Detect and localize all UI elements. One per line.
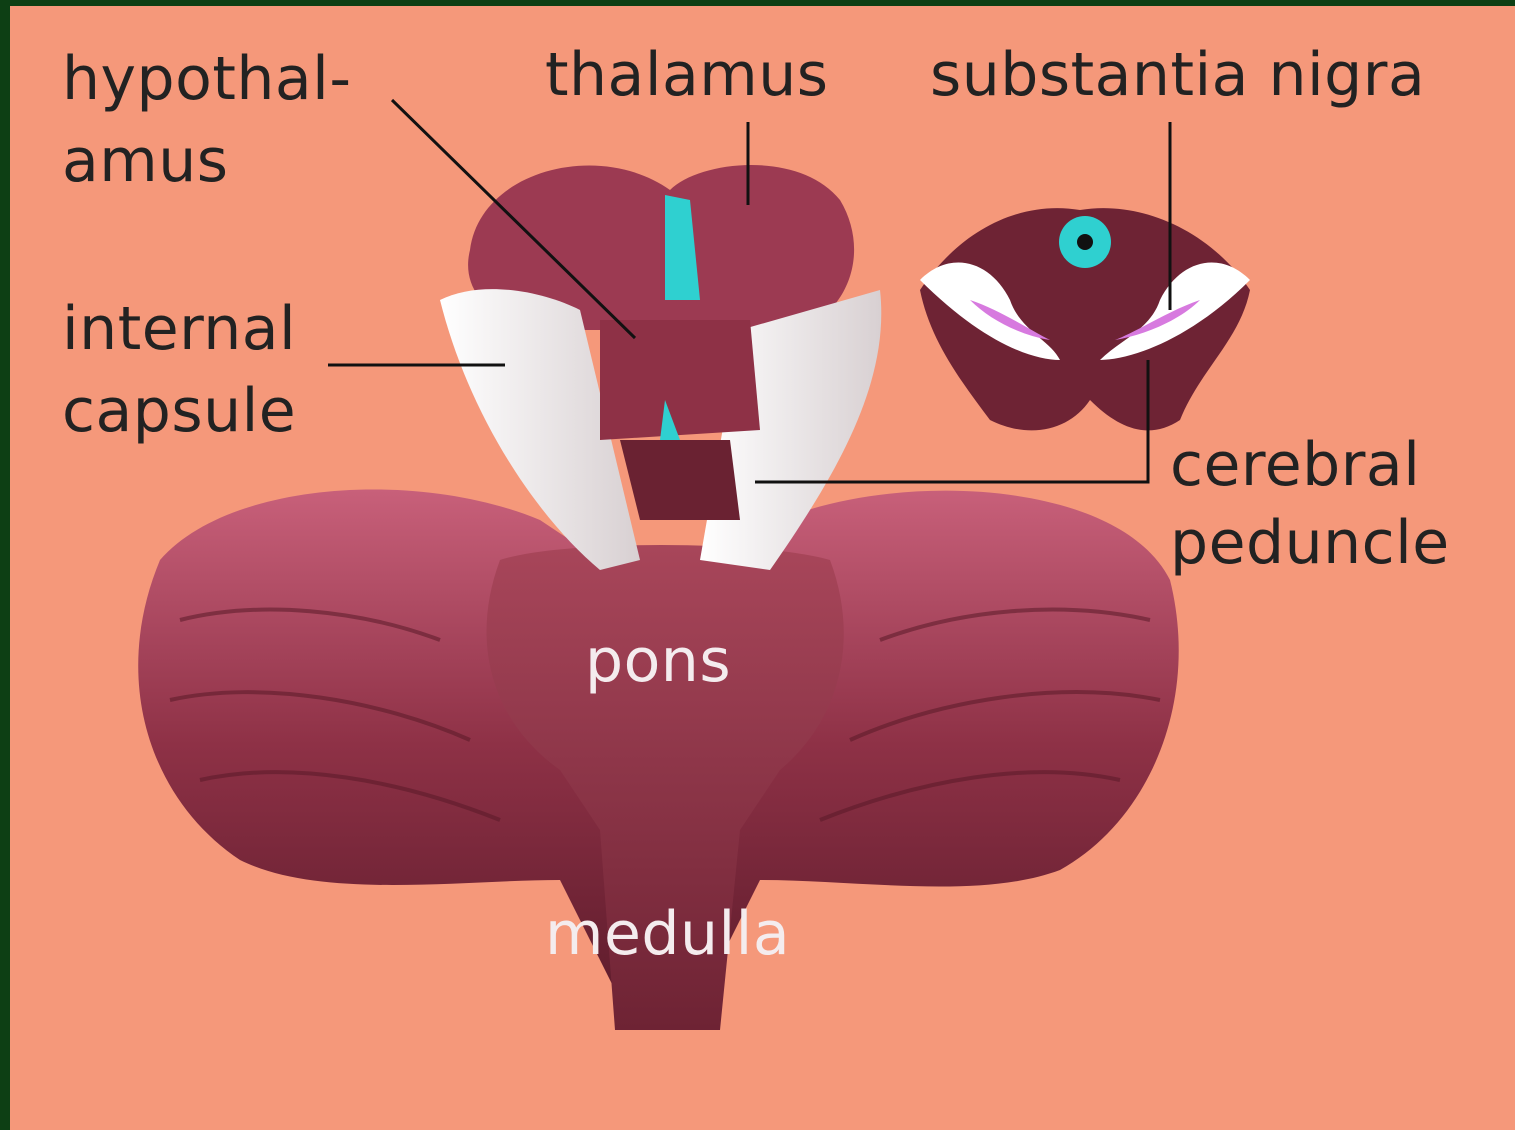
label-substantia-nigra: substantia nigra xyxy=(930,34,1425,116)
label-hypothalamus-line1: hypothal- xyxy=(62,38,351,120)
label-internal-capsule-line2: capsule xyxy=(62,370,296,452)
label-cerebral-peduncle-line2: peduncle xyxy=(1170,502,1450,584)
hypothalamus-shape xyxy=(600,320,760,520)
label-pons: pons xyxy=(585,620,731,702)
label-hypothalamus-line2: amus xyxy=(62,120,229,202)
midbrain-cross-section xyxy=(920,208,1250,430)
label-cerebral-peduncle-line1: cerebral xyxy=(1170,424,1420,506)
label-medulla: medulla xyxy=(545,893,790,975)
label-internal-capsule-line1: internal xyxy=(62,288,296,370)
label-thalamus: thalamus xyxy=(545,34,829,116)
